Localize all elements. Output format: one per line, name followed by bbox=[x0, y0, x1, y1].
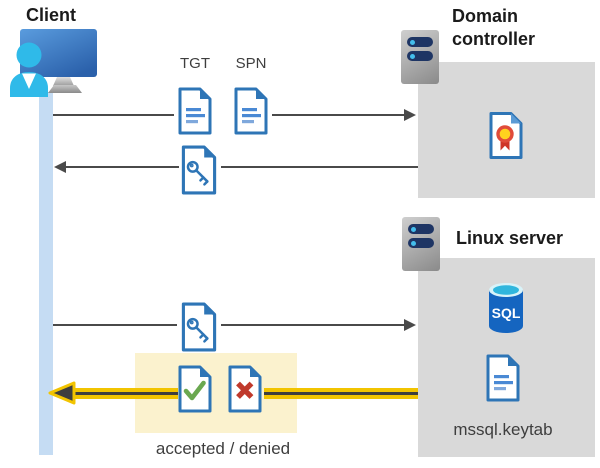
server-drive-icon bbox=[408, 238, 434, 248]
key-doc-icon bbox=[181, 302, 217, 352]
client-device-icon bbox=[10, 29, 97, 97]
ticket-arrow-line bbox=[53, 324, 177, 326]
response-arrow-line bbox=[221, 166, 418, 168]
request-arrow-line bbox=[53, 114, 174, 116]
tgt-label: TGT bbox=[180, 55, 210, 72]
denied-doc-icon bbox=[228, 365, 262, 413]
ticket-arrowhead-icon bbox=[404, 319, 416, 331]
spn-doc-icon bbox=[234, 87, 268, 135]
result-arrow-shaft bbox=[74, 388, 178, 399]
result-arrowhead-icon bbox=[48, 381, 76, 405]
client-lifeline bbox=[39, 92, 53, 455]
server-icon bbox=[401, 30, 439, 84]
x-icon bbox=[236, 381, 254, 399]
keytab-label: mssql.keytab bbox=[453, 420, 553, 439]
server-icon bbox=[402, 217, 440, 271]
request-arrow-line bbox=[272, 114, 404, 116]
key-doc-icon bbox=[181, 145, 217, 195]
sql-label: SQL bbox=[492, 305, 521, 321]
domain-controller-label: Domain controller bbox=[452, 6, 536, 49]
ticket-arrow-line bbox=[221, 324, 404, 326]
accepted-doc-icon bbox=[178, 365, 212, 413]
server-drive-icon bbox=[408, 224, 434, 234]
monitor-icon bbox=[20, 29, 97, 93]
certificate-doc-icon bbox=[489, 112, 523, 159]
client-label: Client bbox=[26, 5, 77, 25]
tgt-doc-icon bbox=[178, 87, 212, 135]
response-arrow-line bbox=[66, 166, 179, 168]
linux-server-label: Linux server bbox=[456, 228, 564, 248]
server-drive-icon bbox=[407, 51, 433, 61]
sql-database-icon: SQL bbox=[489, 283, 523, 333]
result-arrow-shaft bbox=[264, 388, 418, 399]
response-arrowhead-icon bbox=[54, 161, 66, 173]
request-arrowhead-icon bbox=[404, 109, 416, 121]
user-icon bbox=[10, 42, 48, 97]
keytab-doc-icon bbox=[486, 354, 520, 402]
check-icon bbox=[183, 380, 206, 401]
spn-label: SPN bbox=[235, 55, 267, 72]
result-label: accepted / denied bbox=[155, 439, 291, 458]
server-drive-icon bbox=[407, 37, 433, 47]
